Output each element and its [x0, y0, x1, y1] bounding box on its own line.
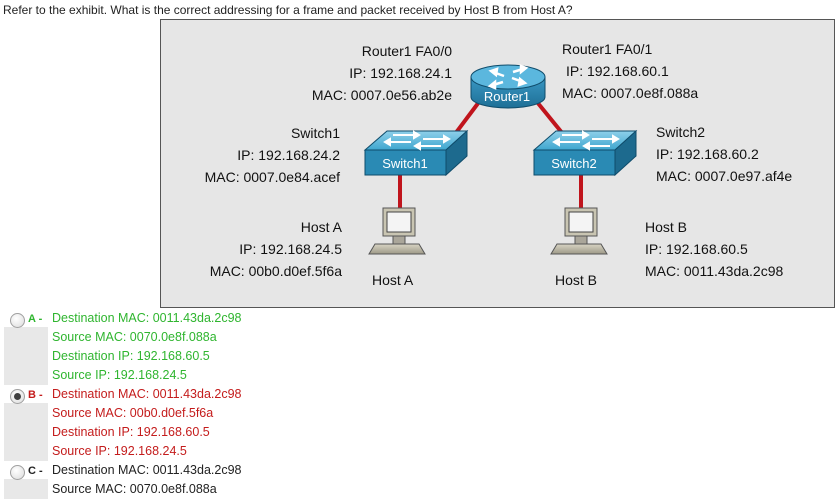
hostA-title: Host A: [300, 219, 342, 235]
option-a-lines: Destination MAC: 0011.43da.2c98 Source M…: [52, 309, 241, 385]
option-a-line-2: Source MAC: 0070.0e8f.088a: [52, 330, 217, 344]
hostA-info: Host A IP: 192.168.24.5 MAC: 00b0.d0ef.5…: [210, 216, 342, 282]
switch1-title: Switch1: [290, 125, 340, 141]
hostB-pc-icon: [550, 207, 608, 255]
option-a-radio[interactable]: [10, 313, 25, 328]
option-c-line-1: Destination MAC: 0011.43da.2c98: [52, 463, 242, 477]
hostA-mac: MAC: 00b0.d0ef.5f6a: [209, 263, 342, 279]
option-b-radio[interactable]: [10, 389, 25, 404]
hostA-pc-icon: [368, 207, 426, 255]
switch2-icon-label: Switch2: [551, 156, 597, 171]
switch1-mac: MAC: 0007.0e84.acef: [204, 169, 340, 185]
option-a[interactable]: A - Destination MAC: 0011.43da.2c98 Sour…: [0, 309, 837, 385]
question-text: Refer to the exhibit. What is the correc…: [3, 3, 573, 17]
switch1-ip: IP: 192.168.24.2: [237, 147, 340, 163]
hostB-caption: Host B: [555, 272, 598, 288]
hostA-caption: Host A: [372, 272, 414, 288]
option-b-line-1: Destination MAC: 0011.43da.2c98: [52, 387, 242, 401]
option-c-gutter: [4, 479, 48, 499]
option-b[interactable]: B - Destination MAC: 0011.43da.2c98 Sour…: [0, 385, 837, 461]
switch2-info: Switch2 IP: 192.168.60.2 MAC: 0007.0e97.…: [656, 121, 792, 187]
router-fa00-title: Router1 FA0/0: [361, 43, 452, 59]
hostB-mac: MAC: 0011.43da.2c98: [645, 263, 784, 279]
router-fa00-ip: IP: 192.168.24.1: [349, 65, 452, 81]
router-fa01-info: Router1 FA0/1 IP: 192.168.60.1 MAC: 0007…: [562, 38, 698, 104]
option-c-letter: C -: [28, 465, 43, 477]
topology-diagram: Router1 Switch1: [363, 64, 638, 255]
option-a-line-3: Destination IP: 192.168.60.5: [52, 349, 210, 363]
hostA-ip: IP: 192.168.24.5: [239, 241, 342, 257]
router-fa01-ip: IP: 192.168.60.1: [566, 63, 669, 79]
router-icon: Router1: [470, 64, 546, 109]
option-c[interactable]: C - Destination MAC: 0011.43da.2c98 Sour…: [0, 461, 837, 499]
switch2-mac: MAC: 0007.0e97.af4e: [656, 168, 793, 184]
option-b-line-3: Destination IP: 192.168.60.5: [52, 425, 210, 439]
switch2-title: Switch2: [656, 124, 706, 140]
option-a-gutter: [4, 327, 48, 385]
option-a-letter: A -: [28, 313, 43, 325]
hostB-title: Host B: [645, 219, 688, 235]
option-c-line-2: Source MAC: 0070.0e8f.088a: [52, 482, 217, 496]
network-exhibit: Router1 Switch1: [160, 19, 835, 308]
hostB-ip: IP: 192.168.60.5: [645, 241, 748, 257]
option-b-letter: B -: [28, 389, 43, 401]
router-fa00-mac: MAC: 0007.0e56.ab2e: [311, 87, 452, 103]
switch1-icon-label: Switch1: [382, 156, 428, 171]
switch1-icon: Switch1: [363, 129, 469, 177]
link-router-switch1: [453, 100, 481, 136]
option-b-lines: Destination MAC: 0011.43da.2c98 Source M…: [52, 385, 241, 461]
option-a-line-1: Destination MAC: 0011.43da.2c98: [52, 311, 242, 325]
option-c-lines: Destination MAC: 0011.43da.2c98 Source M…: [52, 461, 241, 499]
option-b-line-2: Source MAC: 00b0.d0ef.5f6a: [52, 406, 214, 420]
switch1-info: Switch1 IP: 192.168.24.2 MAC: 0007.0e84.…: [205, 122, 340, 188]
router-icon-label: Router1: [484, 89, 530, 104]
option-a-line-4: Source IP: 192.168.24.5: [52, 368, 187, 382]
option-b-line-4: Source IP: 192.168.24.5: [52, 444, 187, 458]
option-c-radio[interactable]: [10, 465, 25, 480]
option-b-gutter: [4, 403, 48, 461]
switch2-ip: IP: 192.168.60.2: [656, 146, 759, 162]
router-fa01-mac: MAC: 0007.0e8f.088a: [562, 85, 699, 101]
link-router-switch2: [535, 100, 565, 136]
hostB-info: Host B IP: 192.168.60.5 MAC: 0011.43da.2…: [645, 216, 783, 282]
switch2-icon: Switch2: [532, 129, 638, 177]
router-fa01-title: Router1 FA0/1: [562, 41, 653, 57]
router-fa00-info: Router1 FA0/0 IP: 192.168.24.1 MAC: 0007…: [312, 40, 452, 106]
